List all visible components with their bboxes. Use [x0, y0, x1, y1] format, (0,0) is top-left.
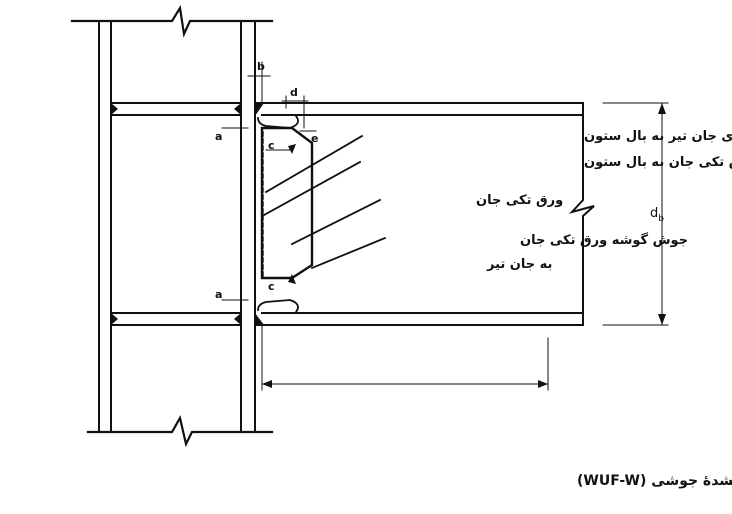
- column-bottom-cap: [86, 415, 274, 448]
- arrow-span-left: [262, 380, 272, 388]
- label-d: d: [290, 86, 298, 99]
- weld-bead-cp-bottom-right: [234, 313, 241, 325]
- arrow-db-top: [658, 103, 666, 114]
- callout-fillet-weld-line1: جوش گوشه ورق تکی جان: [520, 232, 688, 248]
- leader-cjp-weld: [264, 134, 364, 194]
- continuity-plate-top: [110, 102, 242, 116]
- column-top-cap: [70, 4, 274, 38]
- callout-cjp-weld: جوش نفوذی جان تیر به بال ستون: [584, 129, 732, 144]
- leader-shear-tab: [290, 198, 382, 246]
- arrow-c-bottom: [288, 274, 296, 284]
- beam-end-break: [568, 102, 595, 326]
- weld-bead-beam-bottom: [255, 313, 264, 325]
- arrow-c-top: [288, 144, 296, 154]
- weld-bead-beam-top: [255, 103, 264, 116]
- arrow-span-right: [538, 380, 548, 388]
- figure-caption: شکل ۱۰-۳-۷-۷: اتصال گیردار تقویت نشدهٔ ج…: [577, 472, 732, 489]
- callout-shear-tab-weld: جوش ورق تکی جان به بال ستون: [584, 155, 732, 170]
- weld-bead-cp-top-left: [111, 103, 118, 115]
- callout-shear-tab: ورق تکی جان: [476, 193, 563, 208]
- label-db: db: [650, 206, 664, 224]
- continuity-plate-bottom: [110, 312, 242, 326]
- leader-shear-tab-weld: [262, 160, 362, 217]
- access-hole-top: [257, 114, 299, 129]
- label-c-top: c: [268, 139, 275, 152]
- label-a-bottom: a: [215, 288, 222, 301]
- access-hole-bottom: [257, 299, 299, 314]
- label-c-bottom: c: [268, 280, 275, 293]
- label-a-top: a: [215, 130, 222, 143]
- weld-bead-cp-top-right: [234, 103, 241, 115]
- weld-bead-cp-bottom-left: [111, 313, 118, 325]
- leader-fillet-weld: [310, 236, 387, 270]
- arrow-db-bottom: [658, 314, 666, 325]
- callout-fillet-weld-line2: به جان تیر: [486, 257, 552, 272]
- label-b: b: [257, 60, 265, 73]
- label-e: e: [311, 132, 318, 145]
